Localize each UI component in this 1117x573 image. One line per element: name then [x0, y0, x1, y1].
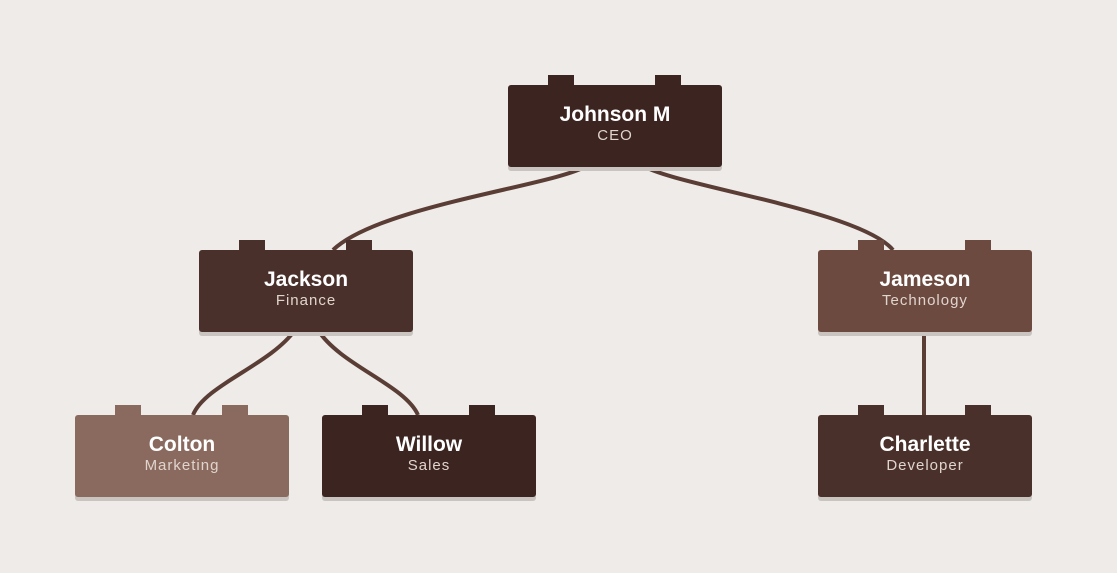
node-role: Sales [407, 457, 451, 474]
node-card: Jameson Technology [818, 240, 1032, 332]
node-tab-left [239, 240, 265, 251]
node-name: Colton [148, 433, 216, 456]
node-tab-left [858, 240, 884, 251]
node-name: Jameson [879, 268, 971, 291]
node-tab-right [222, 405, 248, 416]
node-tab-right [469, 405, 495, 416]
org-node-colton[interactable]: Colton Marketing [75, 405, 289, 501]
node-tab-right [655, 75, 681, 86]
connector-ceo-finance [331, 163, 590, 252]
node-tab-left [858, 405, 884, 416]
connector-finance-marketing [191, 328, 297, 416]
node-name: Jackson [263, 268, 349, 291]
node-card: Colton Marketing [75, 405, 289, 497]
node-card: Jackson Finance [199, 240, 413, 332]
node-tab-right [346, 240, 372, 251]
org-node-jackson[interactable]: Jackson Finance [199, 240, 413, 336]
node-tab-right [965, 240, 991, 251]
node-role: Technology [882, 292, 968, 309]
connector-finance-sales [316, 328, 420, 416]
node-role: Developer [886, 457, 964, 474]
node-role: Finance [275, 292, 337, 309]
node-tab-right [965, 405, 991, 416]
node-role: Marketing [144, 457, 220, 474]
node-card: Willow Sales [322, 405, 536, 497]
node-role: CEO [597, 127, 633, 144]
org-node-willow[interactable]: Willow Sales [322, 405, 536, 501]
node-tab-left [115, 405, 141, 416]
node-name: Willow [395, 433, 463, 456]
node-name: Charlette [879, 433, 971, 456]
org-node-jameson[interactable]: Jameson Technology [818, 240, 1032, 336]
org-node-charlette[interactable]: Charlette Developer [818, 405, 1032, 501]
node-card: Johnson M CEO [508, 75, 722, 167]
node-tab-left [548, 75, 574, 86]
org-node-johnson-m[interactable]: Johnson M CEO [508, 75, 722, 171]
node-name: Johnson M [559, 103, 671, 126]
node-card: Charlette Developer [818, 405, 1032, 497]
connector-ceo-technology [640, 163, 895, 252]
node-tab-left [362, 405, 388, 416]
